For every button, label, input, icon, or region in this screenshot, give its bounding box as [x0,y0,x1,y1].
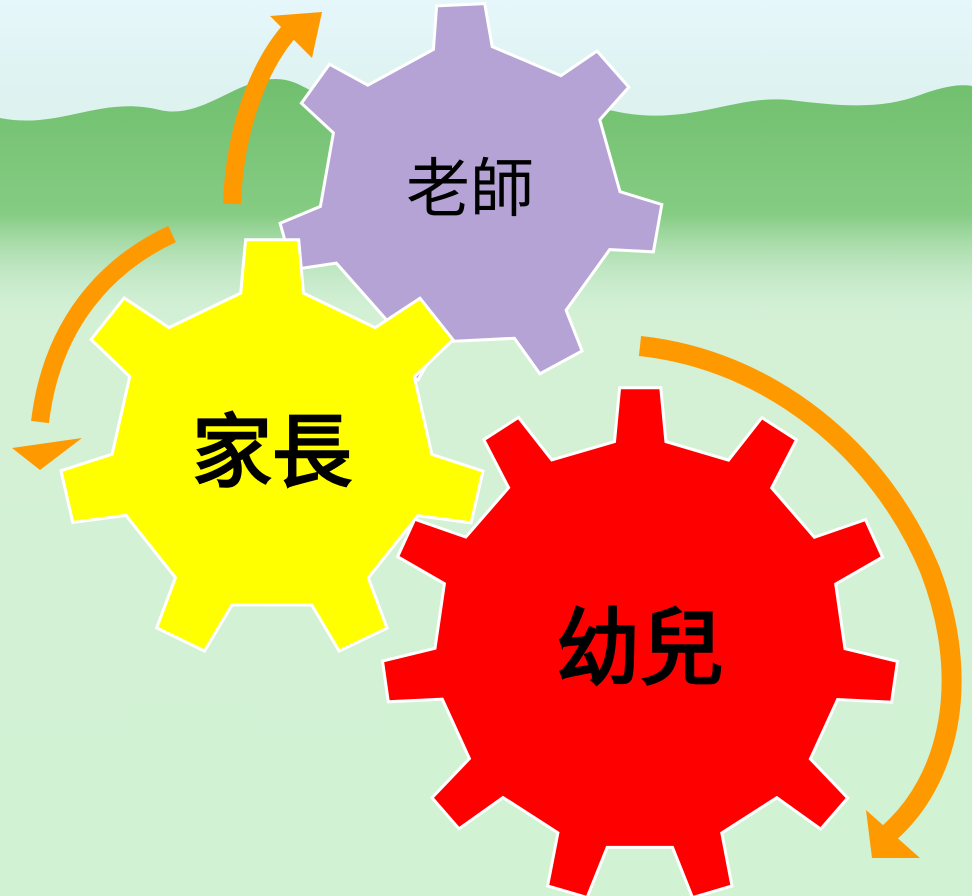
child-gear [380,386,900,896]
teacher-gear [278,2,664,382]
arrow-head-child-right-icon [866,810,920,858]
arrow-arc-child-right [638,336,962,842]
arrow-arc-teacher-top [223,21,299,205]
parent-gear-label: 家長 [192,405,353,499]
teacher-gear-label: 老師 [406,153,534,227]
arrow-head-parent-left-icon [12,438,82,470]
arrow-arc-parent-left [31,225,176,424]
parent-gear [59,238,485,654]
child-gear-label: 幼兒 [556,599,724,698]
arrow-head-teacher-top-icon [270,12,322,58]
